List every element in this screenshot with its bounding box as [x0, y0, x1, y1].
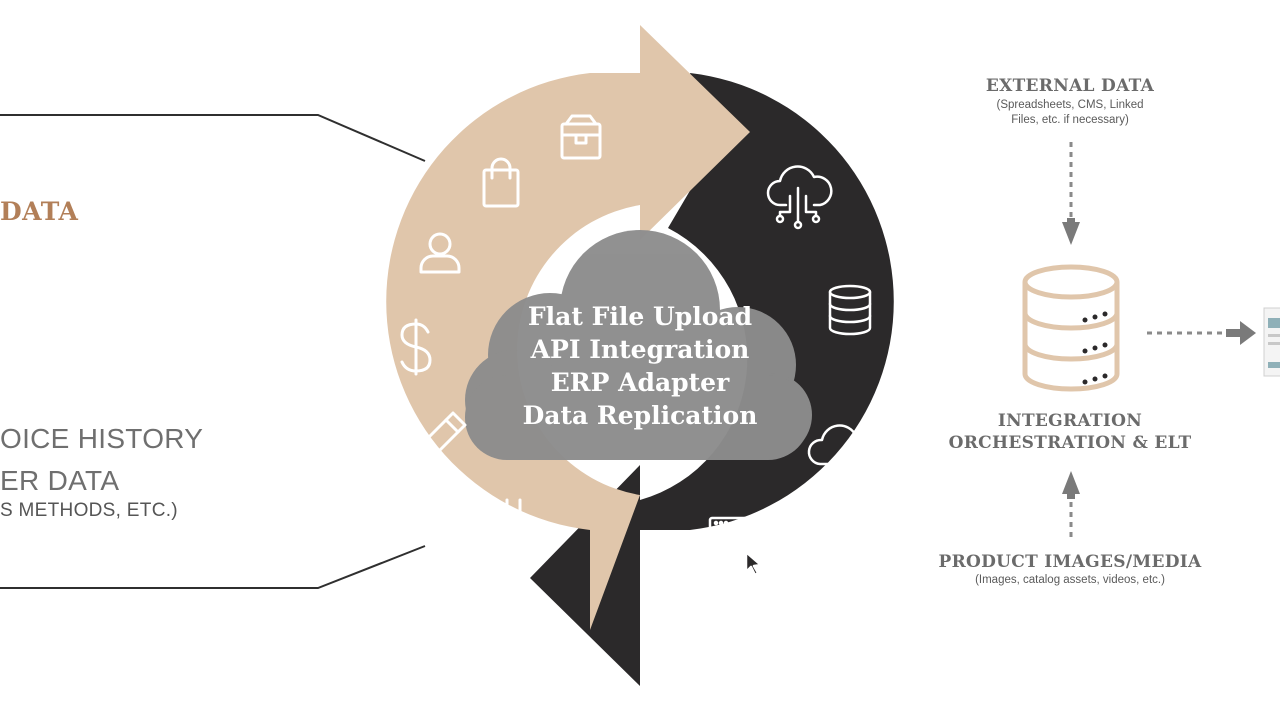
integration-title-line-1: INTEGRATION — [997, 411, 1143, 431]
left-item-customer-data: ER DATA — [0, 465, 120, 496]
integration-database-icon — [1022, 264, 1120, 392]
barcode-icon — [460, 498, 522, 524]
lower-connector-line — [0, 545, 426, 589]
product-media-title: PRODUCT IMAGES/MEDIA — [938, 552, 1202, 572]
left-item-methods-note: S METHODS, ETC.) — [0, 500, 178, 521]
external-data-arrow — [1062, 142, 1080, 245]
left-section-title: DATA — [0, 197, 79, 226]
box-icon — [560, 114, 602, 160]
method-api-integration: API Integration — [530, 335, 750, 364]
dollar-icon — [400, 318, 432, 376]
product-media-subtitle: (Images, catalog assets, videos, etc.) — [975, 574, 1165, 586]
method-flat-file-upload: Flat File Upload — [527, 302, 753, 331]
database-icon — [828, 284, 872, 336]
user-icon — [419, 232, 461, 274]
output-thumbnail — [1263, 307, 1280, 377]
upper-connector-line — [0, 114, 426, 162]
product-media-arrow — [1062, 471, 1080, 540]
method-data-replication: Data Replication — [522, 401, 758, 430]
pencil-icon — [416, 411, 467, 462]
integration-methods-list: Flat File Upload API Integration ERP Ada… — [490, 300, 790, 432]
left-item-invoice-history: OICE HISTORY — [0, 423, 204, 454]
center-cloud — [465, 230, 812, 460]
output-arrow — [1147, 321, 1256, 345]
rating-window-icon — [708, 516, 766, 577]
tan-cycle-arrow — [386, 25, 750, 630]
external-data-subtitle-1: (Spreadsheets, CMS, Linked — [996, 99, 1144, 111]
cloud-network-icon — [766, 165, 833, 230]
shopping-bag-icon — [482, 157, 520, 208]
external-data-subtitle-2: Files, etc. if necessary) — [1011, 114, 1129, 126]
external-data-title: EXTERNAL DATA — [985, 76, 1155, 96]
database-status-dots — [1082, 311, 1108, 385]
cloud-icon — [807, 424, 875, 466]
method-erp-adapter: ERP Adapter — [550, 368, 730, 397]
integration-title-line-2: ORCHESTRATION & ELT — [948, 433, 1192, 453]
